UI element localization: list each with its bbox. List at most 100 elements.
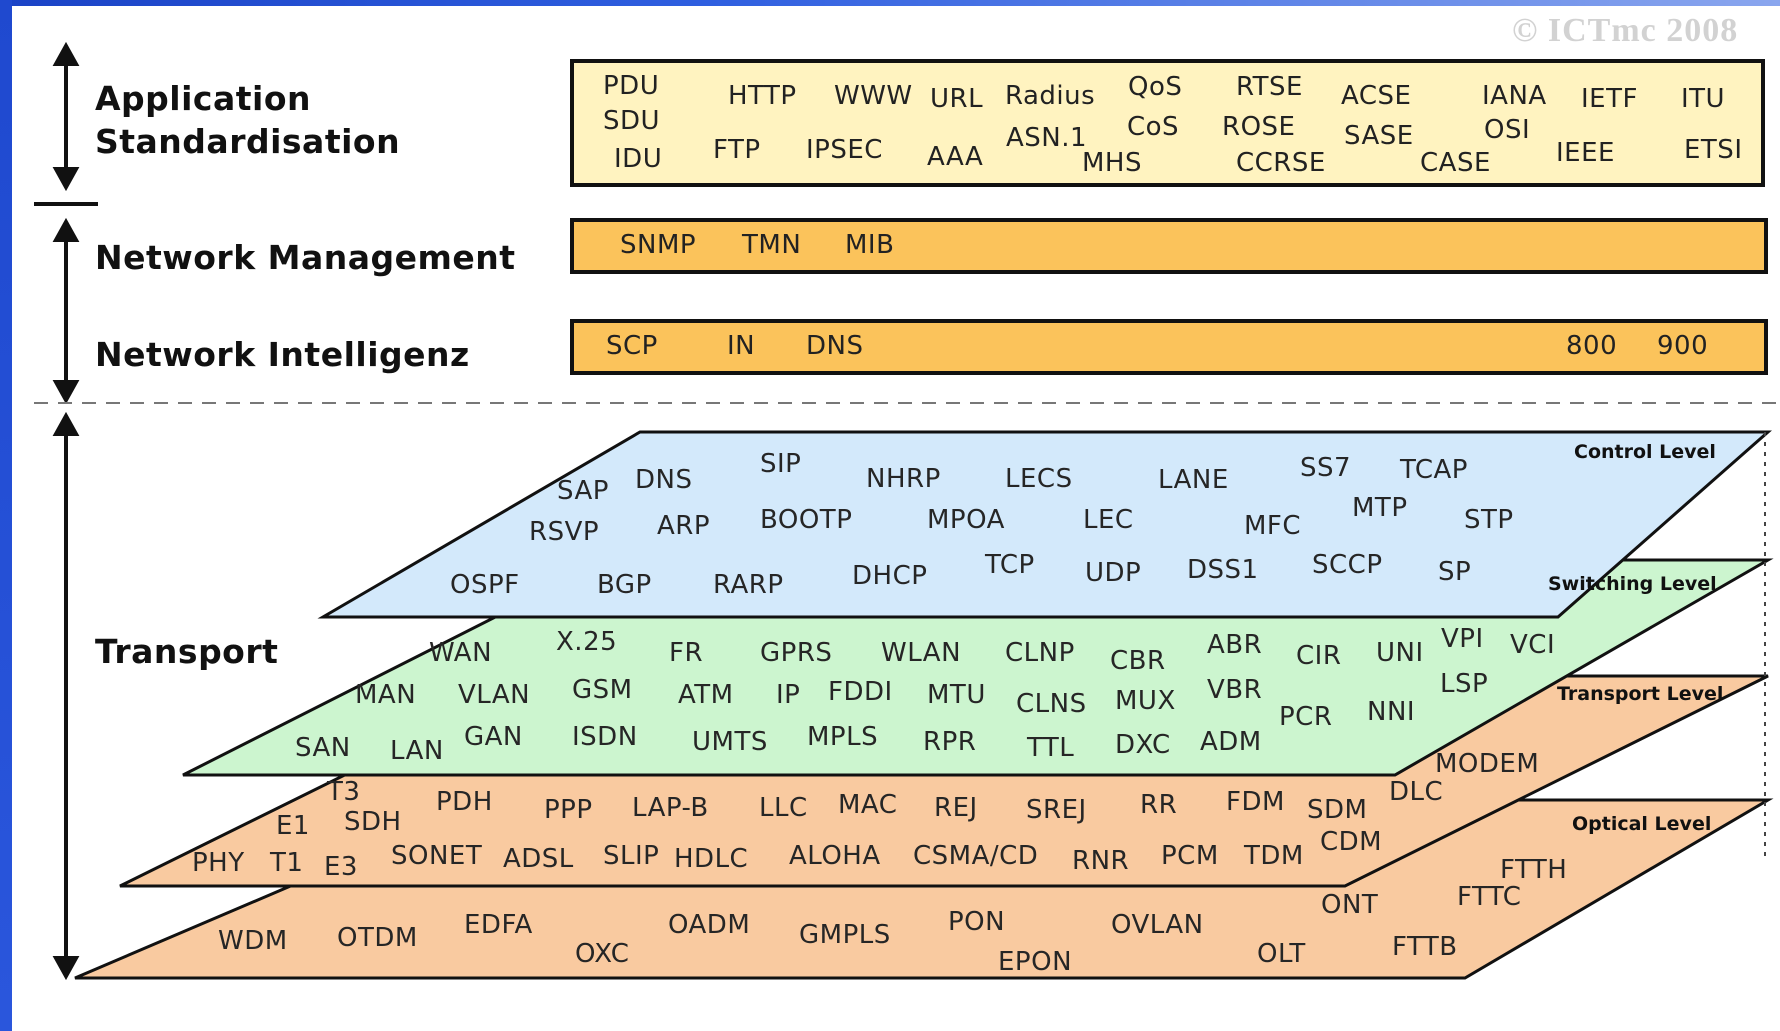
switching-token-mtu: MTU [927,680,986,710]
token-radius: Radius [1005,81,1096,111]
transport-token-t3: T3 [326,777,360,807]
token-ftp: FTP [713,135,761,165]
optical-token-epon: EPON [998,947,1072,977]
switching-token-wlan: WLAN [881,638,961,668]
switching-token-vlan: VLAN [458,680,530,710]
token-http: HTTP [728,81,797,111]
transport-token-phy: PHY [192,848,245,878]
switching-token-mpls: MPLS [807,722,878,752]
control-token-rarp: RARP [713,570,784,600]
transport-token-sonet: SONET [391,841,482,871]
optical-token-oadm: OADM [668,910,750,940]
switching-token-fddi: FDDI [828,677,893,707]
control-token-sap: SAP [557,476,609,506]
transport-token-pcm: PCM [1161,841,1219,871]
control-token-tcp: TCP [984,550,1035,580]
optical-token-edfa: EDFA [464,910,533,940]
switching-token-mux: MUX [1115,686,1176,716]
application-standardisation-box [570,59,1765,187]
control-token-sp: SP [1438,557,1471,587]
optical-level-label: Optical Level [1572,813,1711,835]
transport-token-slip: SLIP [603,841,659,871]
control-level-plane [317,430,1772,619]
control-token-dhcp: DHCP [852,561,927,591]
token-mhs: MHS [1082,148,1142,178]
switching-token-ttl: TTL [1026,733,1074,763]
switching-token-man: MAN [355,680,416,710]
control-token-ss7: SS7 [1300,453,1351,483]
control-token-sccp: SCCP [1312,550,1383,580]
optical-token-otdm: OTDM [337,923,418,953]
token-scp: SCP [606,331,658,361]
control-token-bgp: BGP [597,570,652,600]
transport-level-label: Transport Level [1557,683,1723,705]
switching-token-clns: CLNS [1016,689,1087,719]
token-etsi: ETSI [1684,135,1743,165]
switching-token-umts: UMTS [692,727,768,757]
control-token-mpoa: MPOA [927,505,1005,535]
transport-token-rej: REJ [934,793,978,823]
token-aaa: AAA [927,142,984,172]
control-token-lane: LANE [1158,465,1229,495]
control-token-dss1: DSS1 [1187,555,1259,585]
transport-token-dlc: DLC [1389,777,1443,807]
switching-token-isdn: ISDN [572,722,638,752]
control-token-lec: LEC [1083,505,1134,535]
transport-token-pdh: PDH [436,787,493,817]
switching-token-abr: ABR [1207,630,1262,660]
switching-token-clnp: CLNP [1005,638,1075,668]
switching-token-vci: VCI [1510,630,1555,660]
token-acse: ACSE [1341,81,1412,111]
app-arrow-head-up [52,41,80,66]
token-www: WWW [834,81,913,111]
transport-token-llc: LLC [759,793,808,823]
top-frame-bar [0,0,1780,6]
switching-token-cbr: CBR [1110,646,1166,676]
copyright-watermark: © ICTmc 2008 [1512,12,1739,49]
transport-token-sdm: SDM [1307,795,1367,825]
switching-token-dxc: DXC [1115,730,1171,760]
token-800: 800 [1566,331,1618,361]
transport-arrow-head-down [52,956,80,981]
token-pdu: PDU [603,71,660,101]
label-application-standardisation: Application Standardisation [95,77,400,163]
token-url: URL [930,84,984,114]
optical-token-wdm: WDM [218,926,288,956]
token-idu: IDU [614,144,663,174]
mgmt-arrow-head-up [52,217,80,242]
token-cos: CoS [1127,112,1180,142]
control-token-mtp: MTP [1352,493,1408,523]
transport-arrow-head-up [52,411,80,436]
switching-level-label: Switching Level [1548,573,1717,595]
token-mib: MIB [845,230,895,260]
switching-token-rpr: RPR [923,727,976,757]
network-intelligenz-box [570,319,1768,375]
token-rose: ROSE [1222,112,1296,142]
switching-token-san: SAN [295,733,351,763]
transport-token-ppp: PPP [544,795,593,825]
transport-token-aloha: ALOHA [789,841,881,871]
token-qos: QoS [1128,72,1183,102]
transport-token-t1: T1 [269,848,303,878]
token-dns: DNS [806,331,864,361]
switching-token-lsp: LSP [1440,669,1488,699]
label-network-management: Network Management [95,238,516,277]
transport-token-rnr: RNR [1072,846,1129,876]
transport-token-modem: MODEM [1435,749,1539,779]
optical-token-gmpls: GMPLS [799,920,891,950]
token-sdu: SDU [603,106,661,136]
switching-token-adm: ADM [1200,727,1262,757]
token-asn-1: ASN.1 [1006,123,1088,153]
label-standardisation: Standardisation [95,122,401,161]
token-ipsec: IPSEC [806,135,883,165]
transport-token-e1: E1 [276,811,310,841]
switching-token-uni: UNI [1376,638,1424,668]
mgmt-arrow-head-down [52,380,80,405]
control-token-arp: ARP [657,511,710,541]
transport-token-cdm: CDM [1320,827,1382,857]
transport-token-mac: MAC [838,790,897,820]
transport-token-rr: RR [1140,790,1177,820]
token-itu: ITU [1681,84,1726,114]
transport-token-tdm: TDM [1243,841,1304,871]
